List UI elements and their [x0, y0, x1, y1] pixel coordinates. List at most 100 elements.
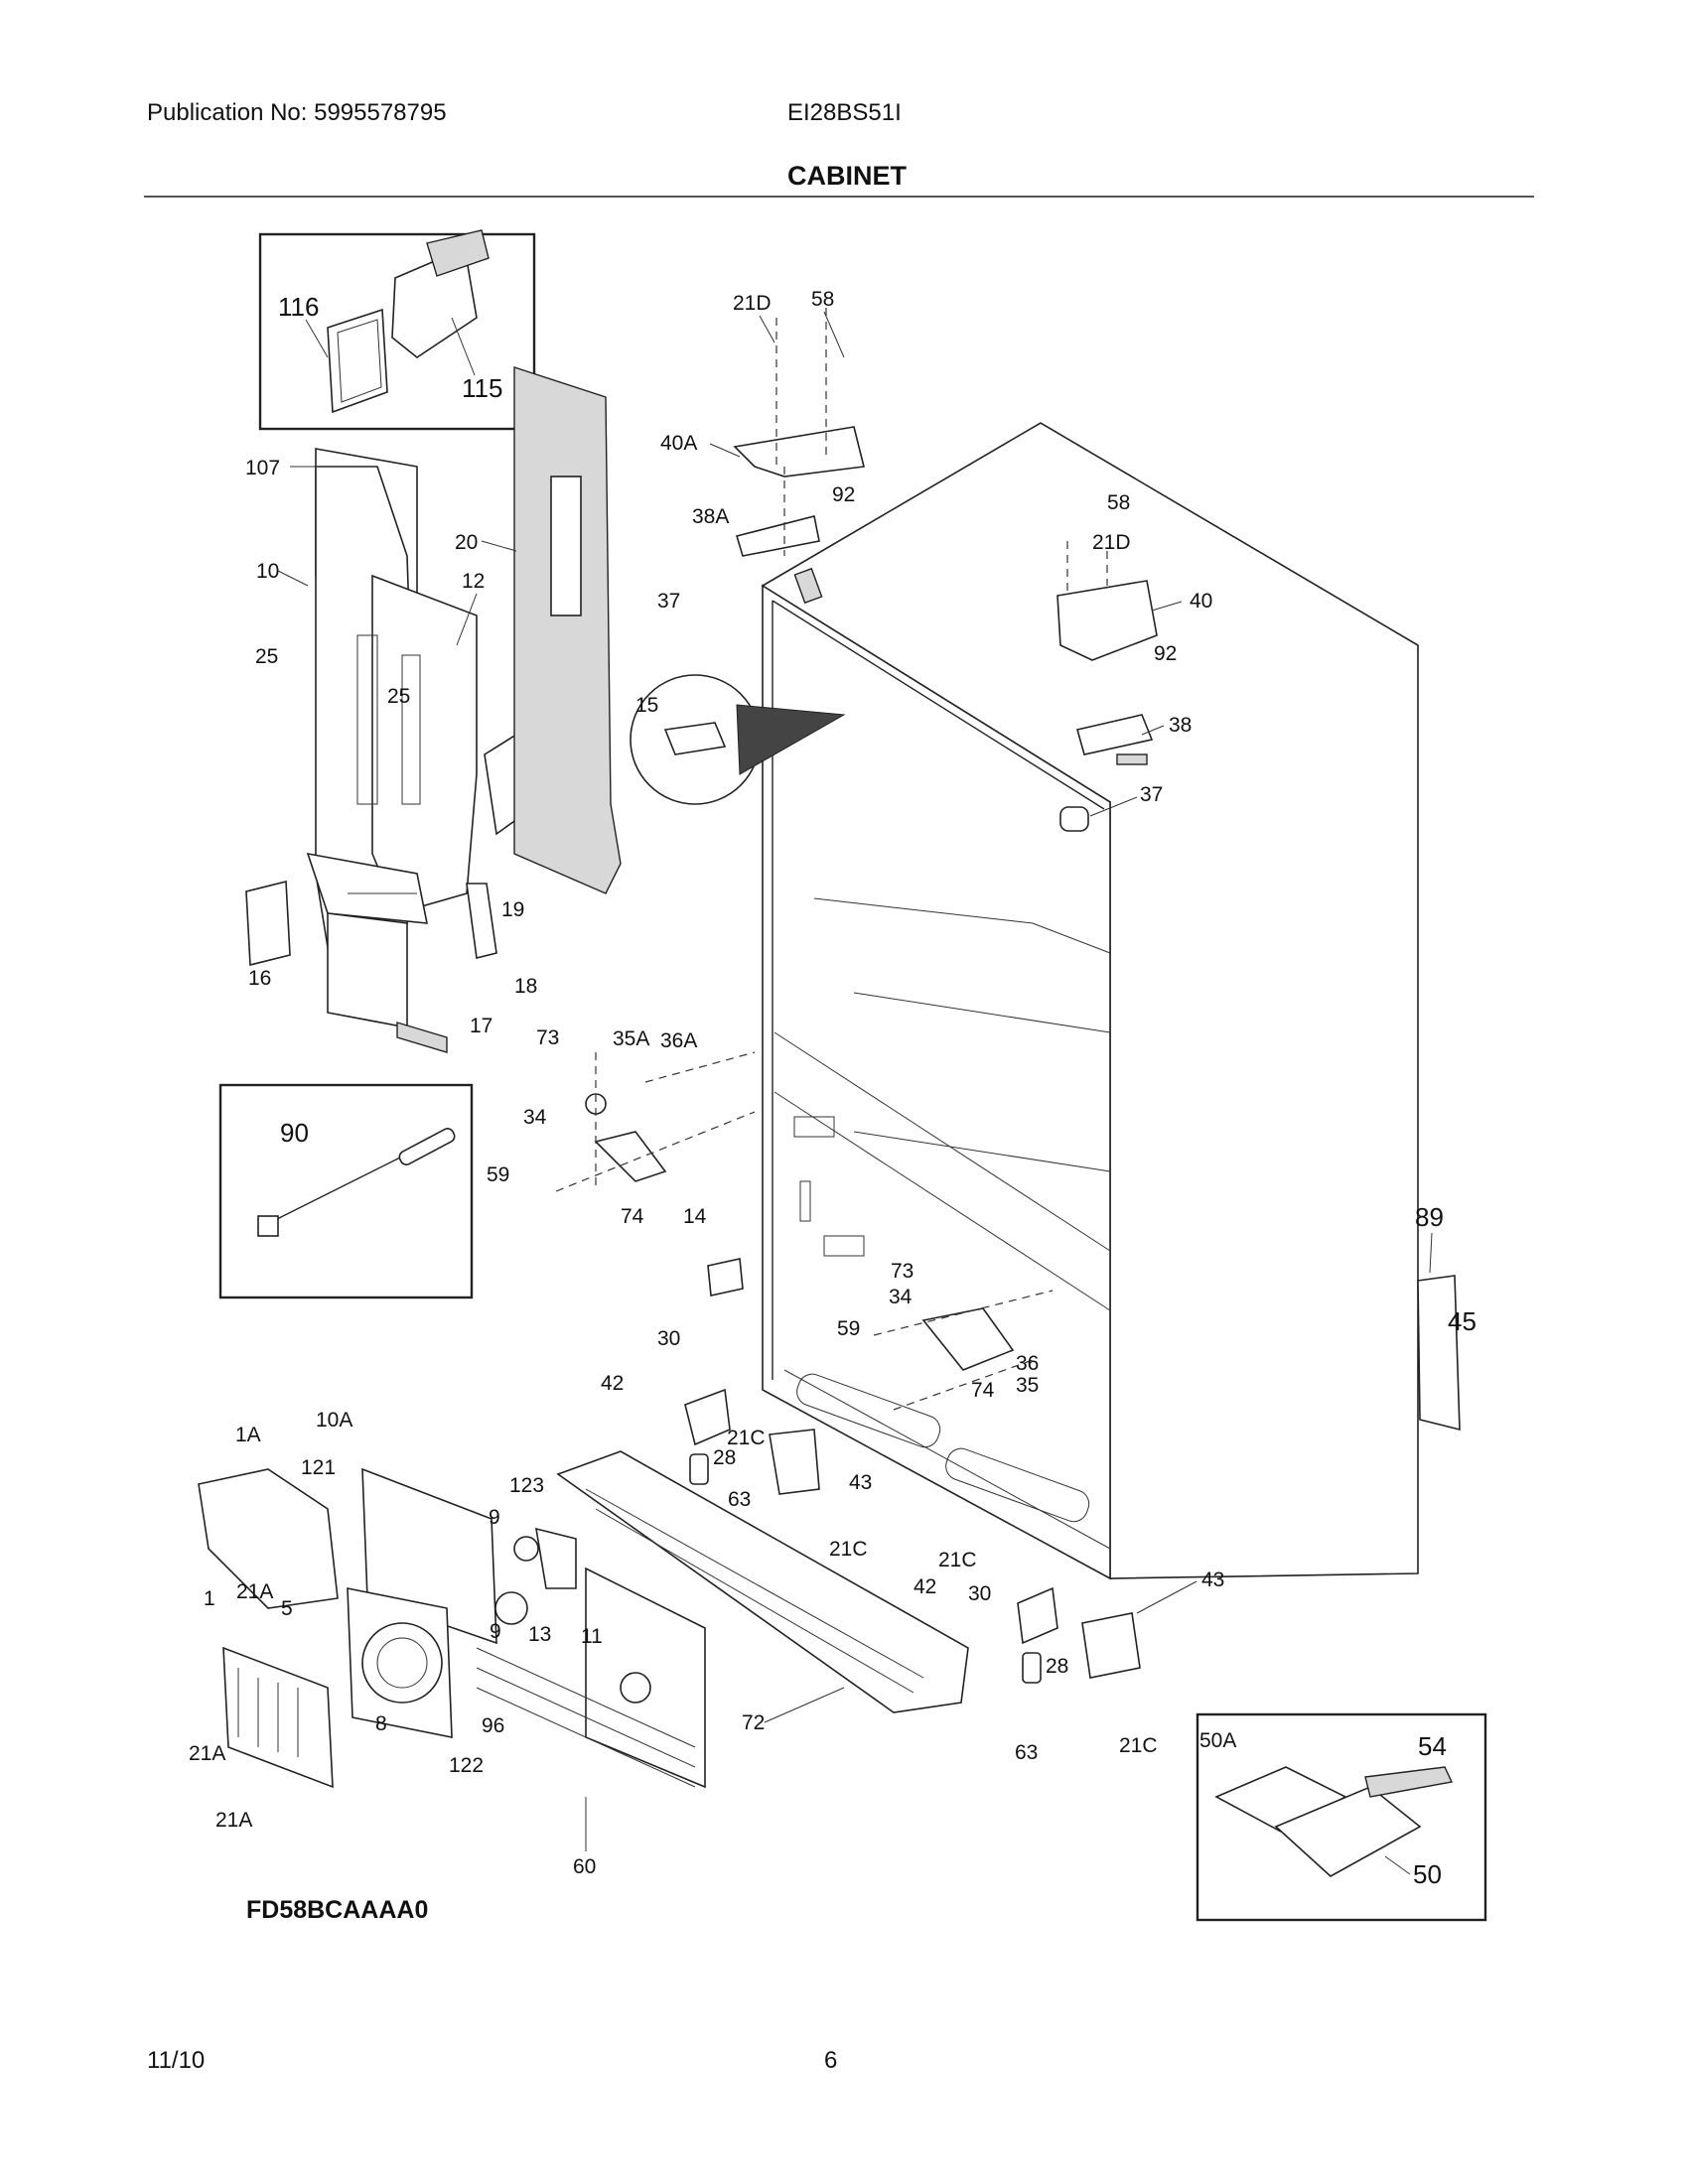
callout-20: 20 — [455, 531, 478, 554]
diagram-code: FD58BCAAAA0 — [246, 1896, 429, 1924]
header-divider — [144, 196, 1534, 198]
callout-19: 19 — [501, 898, 524, 921]
callout-63b: 63 — [1015, 1741, 1038, 1764]
callout-90: 90 — [280, 1118, 309, 1148]
callout-37a: 37 — [657, 590, 680, 613]
callout-21Ab: 21A — [189, 1742, 225, 1765]
callout-73a: 73 — [536, 1026, 559, 1049]
callout-72: 72 — [742, 1711, 765, 1734]
callout-36: 36 — [1016, 1352, 1039, 1375]
callout-34a: 34 — [523, 1106, 547, 1129]
lower-hinge-left — [684, 1388, 820, 1495]
callout-38: 38 — [1169, 714, 1192, 737]
callout-74a: 74 — [621, 1205, 644, 1228]
callout-63a: 63 — [728, 1488, 751, 1511]
callout-25a: 25 — [255, 645, 278, 668]
callout-18: 18 — [514, 975, 537, 998]
callout-30a: 30 — [657, 1327, 680, 1350]
callout-labels: 116 115 107 20 10 12 25 25 15 19 16 18 1… — [189, 288, 1477, 1889]
panel-slot — [550, 476, 582, 616]
callout-21Da: 21D — [733, 292, 772, 315]
callout-122: 122 — [449, 1754, 484, 1777]
inset-power-cord-box — [218, 1083, 474, 1299]
callout-54: 54 — [1418, 1731, 1447, 1761]
callout-21Ca: 21C — [727, 1427, 766, 1449]
footer-date: 11/10 — [147, 2047, 206, 2074]
callout-123: 123 — [509, 1474, 544, 1497]
leader-lines — [277, 311, 1433, 1875]
callout-107: 107 — [245, 457, 280, 479]
callout-17: 17 — [470, 1015, 492, 1037]
callout-10: 10 — [256, 560, 279, 583]
callout-50: 50 — [1413, 1859, 1442, 1889]
callout-25b: 25 — [387, 685, 410, 708]
power-cord — [257, 1128, 456, 1237]
callout-42b: 42 — [914, 1575, 936, 1598]
callout-9a: 9 — [489, 1506, 500, 1529]
callout-21Cb: 21C — [829, 1538, 868, 1561]
ice-bin-parts — [1214, 1766, 1454, 1877]
callout-5: 5 — [281, 1597, 293, 1620]
callout-43a: 43 — [849, 1471, 872, 1494]
callout-96: 96 — [482, 1714, 504, 1737]
detail-bubble-15 — [630, 674, 846, 805]
callout-116: 116 — [278, 292, 319, 322]
callout-16: 16 — [248, 967, 271, 990]
callout-40: 40 — [1190, 590, 1212, 613]
callout-1A: 1A — [235, 1424, 261, 1446]
callout-74b: 74 — [971, 1379, 995, 1402]
callout-13: 13 — [528, 1623, 551, 1646]
callout-10A: 10A — [316, 1409, 352, 1432]
air-duct-assembly — [245, 448, 525, 1053]
cabinet-body — [761, 422, 1419, 1580]
callout-28b: 28 — [1046, 1655, 1068, 1678]
publication-number: Publication No: 5995578795 — [147, 99, 447, 126]
center-hinge-lower — [873, 1290, 1054, 1411]
center-hinge-upper — [555, 1051, 756, 1192]
callout-30b: 30 — [968, 1582, 991, 1605]
callout-37b: 37 — [1140, 783, 1163, 806]
callout-40A: 40A — [660, 432, 697, 455]
top-hinge-right — [1056, 541, 1158, 832]
callout-45: 45 — [1448, 1306, 1477, 1336]
callout-36A: 36A — [660, 1029, 697, 1052]
callout-43b: 43 — [1201, 1569, 1224, 1591]
callout-38A: 38A — [692, 505, 729, 528]
callout-9b: 9 — [490, 1620, 501, 1643]
top-hinge-left — [733, 308, 865, 605]
callout-14: 14 — [683, 1205, 707, 1228]
callout-60: 60 — [573, 1855, 596, 1878]
callout-73b: 73 — [891, 1260, 914, 1283]
insulation-panel — [513, 366, 622, 894]
page-title: CABINET — [787, 161, 907, 191]
callout-115: 115 — [462, 373, 502, 403]
callout-21Db: 21D — [1092, 531, 1131, 554]
callout-21Cc: 21C — [938, 1549, 977, 1571]
callout-42a: 42 — [601, 1372, 624, 1395]
callout-59b: 59 — [837, 1317, 860, 1340]
callout-58b: 58 — [1107, 491, 1130, 514]
callout-11: 11 — [581, 1625, 603, 1648]
callout-35: 35 — [1016, 1374, 1039, 1397]
callout-89: 89 — [1415, 1202, 1444, 1232]
callout-92b: 92 — [1154, 642, 1177, 665]
evaporator-fan-assembly — [198, 1467, 706, 1789]
part-14 — [707, 1258, 744, 1297]
callout-34b: 34 — [889, 1286, 913, 1308]
model-number: EI28BS51I — [787, 99, 902, 126]
callout-8: 8 — [375, 1712, 387, 1735]
callout-121: 121 — [301, 1456, 336, 1479]
callout-50A: 50A — [1199, 1729, 1236, 1752]
footer-page-number: 6 — [824, 2047, 838, 2074]
callout-59a: 59 — [487, 1163, 509, 1186]
callout-15: 15 — [635, 694, 658, 717]
callout-12: 12 — [462, 570, 485, 593]
callout-21Cd: 21C — [1119, 1734, 1158, 1757]
callout-21Ac: 21A — [215, 1809, 252, 1832]
callout-35A: 35A — [613, 1027, 649, 1050]
kick-plate — [556, 1450, 969, 1713]
callout-1: 1 — [204, 1587, 215, 1610]
callout-21Aa: 21A — [236, 1580, 273, 1603]
callout-58a: 58 — [811, 288, 834, 311]
